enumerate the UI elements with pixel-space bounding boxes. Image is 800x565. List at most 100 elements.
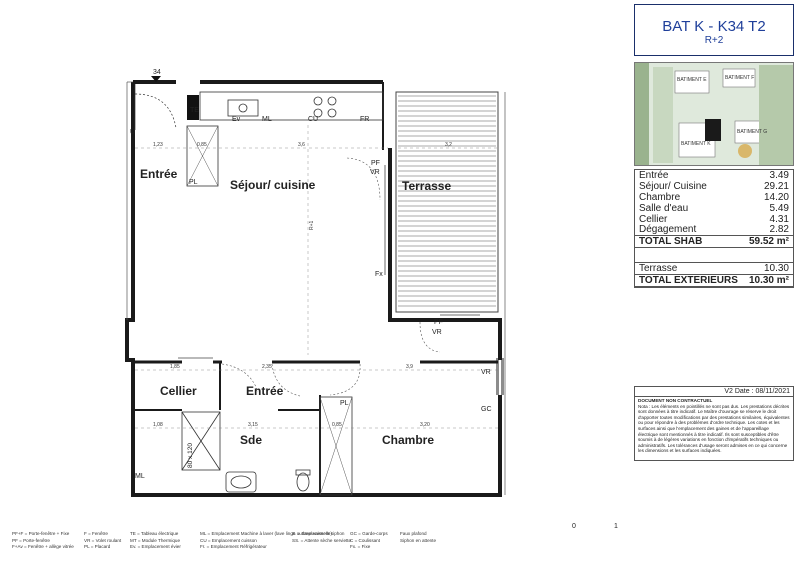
terrace-value: 10.30 <box>763 263 789 275</box>
area-value: 2.82 <box>769 224 789 236</box>
plan-title: BAT K - K34 T2 <box>662 18 766 35</box>
legend-item: Fr. = Emplacement Réfrigérateur <box>200 544 267 549</box>
floor-plan: Entrée Séjour/ cuisine Terrasse Cellier … <box>125 69 618 530</box>
label-fr: FR <box>360 116 369 123</box>
outer-frame <box>126 81 506 495</box>
legend-item: MT = Module Thermique <box>130 537 181 543</box>
area-row: Chambre 14.20 <box>635 192 793 203</box>
label-vr-1: VR <box>370 169 380 176</box>
legend-item: PF+F = Porte-fenêtre + Fixe <box>12 531 70 536</box>
bathroom-fixtures <box>181 411 311 493</box>
walls <box>125 80 504 497</box>
site-map: BATIMENT E BATIMENT F BATIMENT G BATIMEN… <box>634 62 794 166</box>
dim-2: 0,85 <box>197 142 207 148</box>
total-shab-value: 59.52 m² <box>748 236 789 248</box>
entry-arrow-icon <box>151 76 161 82</box>
area-row: Dégagement 2.82 <box>635 224 793 236</box>
total-shab-label: TOTAL SHAB <box>639 236 703 248</box>
label-pf-2: PF <box>434 319 443 326</box>
label-ml: ML <box>262 116 272 123</box>
area-value: 4.31 <box>769 213 789 225</box>
legend-item: Fx. = Fixe <box>350 544 371 549</box>
legend-item: ML = Emplacement Machine à laver (lave l… <box>200 531 332 536</box>
notes-text: Nota : Les éléments en pointillés ne son… <box>638 403 790 454</box>
label-ev: Ev <box>232 116 241 123</box>
window-marks <box>178 165 480 359</box>
site-bldg-4: BATIMENT K <box>681 141 711 147</box>
entry-door[interactable] <box>134 84 177 130</box>
label-pf-1: PF <box>371 160 380 167</box>
site-bldg-2: BATIMENT F <box>725 75 754 81</box>
placard-entree <box>186 125 219 187</box>
terrace-decking <box>398 95 496 307</box>
title-box: BAT K - K34 T2 R+2 <box>634 4 794 56</box>
legend-item: C = Coulissant <box>350 537 381 543</box>
total-ext-row: TOTAL EXTERIEURS 10.30 m² <box>635 274 793 288</box>
placard-chambre <box>319 396 353 496</box>
legend-item: TE = Tableau électrique <box>130 531 179 536</box>
legend-item: PL = Placard <box>84 544 111 549</box>
label-pl-2: PL <box>340 400 349 407</box>
area-name: Dégagement <box>639 224 697 236</box>
dim-1: 1,23 <box>153 142 163 148</box>
label-fx: Fx <box>375 271 383 278</box>
notes-title: DOCUMENT NON CONTRACTUEL <box>638 398 713 403</box>
unit-number: 34 <box>153 69 161 76</box>
scale-tick-label: 0 <box>572 523 576 530</box>
area-value: 29.21 <box>763 180 789 192</box>
dim-3: 3,6 <box>298 142 305 148</box>
legend-item: Ev. = Emplacement évier <box>130 544 181 549</box>
site-bldg-1: BATIMENT E <box>677 77 707 83</box>
area-name: Chambre <box>639 191 681 203</box>
area-value: 3.49 <box>769 170 789 181</box>
legend-item: SS. = Attente sèche serviette <box>292 537 352 543</box>
area-value: 14.20 <box>763 191 789 203</box>
label-u: U <box>130 129 135 136</box>
area-name: Entrée <box>639 170 669 181</box>
label-vr-2: VR <box>432 329 442 336</box>
room-cellier: Cellier <box>160 384 197 398</box>
dim-6: 2,35 <box>262 364 272 370</box>
area-row: Cellier 4.31 <box>635 214 793 225</box>
legend-item: PF = Porte-fenêtre <box>12 537 50 543</box>
legend-item: VR = Volet roulant <box>84 537 122 543</box>
scale-tick-label: 1 <box>614 523 618 530</box>
dim-5: 1,85 <box>170 364 180 370</box>
dim-9: 3,15 <box>248 422 258 428</box>
legend-item: S. = Emplacement siphon <box>292 531 345 536</box>
label-sdb-size: 80 x 120 <box>187 443 194 468</box>
legend-column: ML = Emplacement Machine à laver (lave l… <box>200 531 332 551</box>
area-row: Entrée 3.49 <box>635 170 793 181</box>
terrace-row: Terrasse 10.30 <box>635 262 793 274</box>
label-vr-3: VR <box>481 369 491 376</box>
room-sde: Sde <box>240 433 262 447</box>
dim-4: 3,2 <box>445 142 452 148</box>
legend-item: GC = Garde-corps <box>350 531 388 536</box>
label-te: TE <box>190 107 199 114</box>
interior-doors[interactable] <box>221 157 441 397</box>
legend-item: Faux plafond <box>400 531 427 536</box>
label-cu: CU <box>308 116 318 123</box>
site-bldg-3: BATIMENT G <box>737 129 767 135</box>
label-r1-sejour: R+1 <box>309 220 315 230</box>
room-chambre: Chambre <box>382 433 434 447</box>
scale-ticks: 012345m <box>572 523 618 530</box>
terrace-label: Terrasse <box>639 263 678 275</box>
legend-item: F+Av = Fenêtre + allège vitrée <box>12 544 74 549</box>
label-pl-1: PL <box>189 179 198 186</box>
room-entree: Entrée <box>140 167 178 181</box>
label-gc: GC <box>481 406 492 413</box>
tableau-electrique <box>187 95 199 120</box>
total-shab-row: TOTAL SHAB 59.52 m² <box>635 235 793 249</box>
area-name: Cellier <box>639 213 668 225</box>
